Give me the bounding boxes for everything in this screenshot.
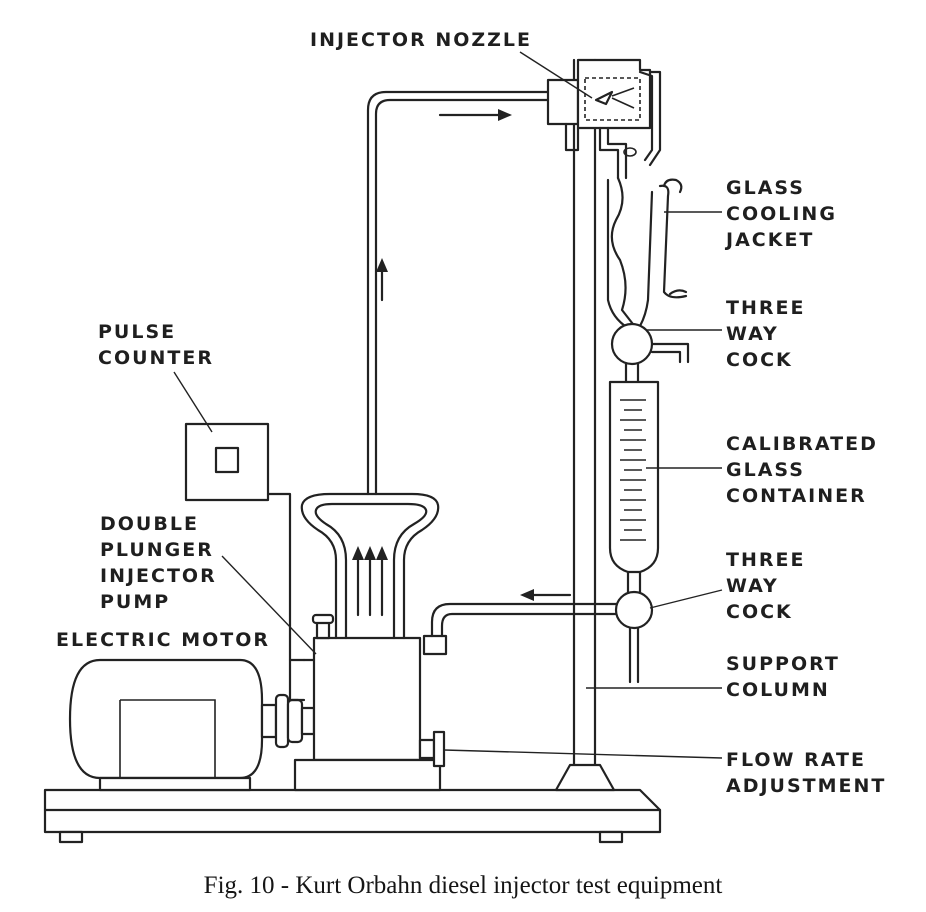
electric-motor [68, 658, 316, 792]
label-pulse: PULSE [98, 321, 176, 343]
calibrated-glass-container [608, 380, 660, 594]
figure-caption: Fig. 10 - Kurt Orbahn diesel injector te… [203, 872, 723, 899]
label-jacket: JACKET [724, 229, 814, 251]
label-glass-container: GLASS [726, 459, 805, 481]
support-column [554, 58, 616, 792]
label-cock-bottom: COCK [726, 601, 793, 623]
label-cock-top: COCK [726, 349, 793, 371]
base-plate [43, 788, 662, 844]
label-column: COLUMN [726, 679, 830, 701]
leader-lines [173, 51, 723, 759]
label-glass: GLASS [726, 177, 805, 199]
pulse-counter [184, 422, 306, 702]
label-injector-nozzle: INJECTOR NOZZLE [310, 29, 532, 51]
injector-nozzle [546, 58, 662, 180]
label-support: SUPPORT [726, 653, 840, 675]
glass-cooling-jacket [606, 176, 688, 330]
label-way-top: WAY [726, 323, 779, 345]
label-pump: PUMP [100, 591, 170, 613]
label-double: DOUBLE [100, 513, 199, 535]
pump-tubes [300, 492, 440, 640]
label-electric-motor: ELECTRIC MOTOR [56, 629, 270, 651]
label-calibrated: CALIBRATED [726, 433, 878, 455]
labels: INJECTOR NOZZLE GLASS COOLING JACKET THR… [56, 29, 886, 797]
label-counter: COUNTER [98, 347, 214, 369]
three-way-cock-bottom [430, 589, 654, 684]
label-way-bottom: WAY [726, 575, 779, 597]
high-pressure-pipe [366, 90, 550, 496]
label-three-top: THREE [726, 297, 805, 319]
label-three-bottom: THREE [726, 549, 805, 571]
label-plunger: PLUNGER [100, 539, 214, 561]
label-adjustment: ADJUSTMENT [726, 775, 886, 797]
label-flow-rate: FLOW RATE [726, 749, 866, 771]
label-container: CONTAINER [726, 485, 867, 507]
label-cooling: COOLING [726, 203, 837, 225]
equipment-drawing: INJECTOR NOZZLE GLASS COOLING JACKET THR… [43, 29, 886, 844]
three-way-cock-top [610, 322, 690, 386]
label-injector: INJECTOR [100, 565, 217, 587]
injector-pump [293, 613, 448, 792]
graduation-marks [620, 399, 646, 541]
